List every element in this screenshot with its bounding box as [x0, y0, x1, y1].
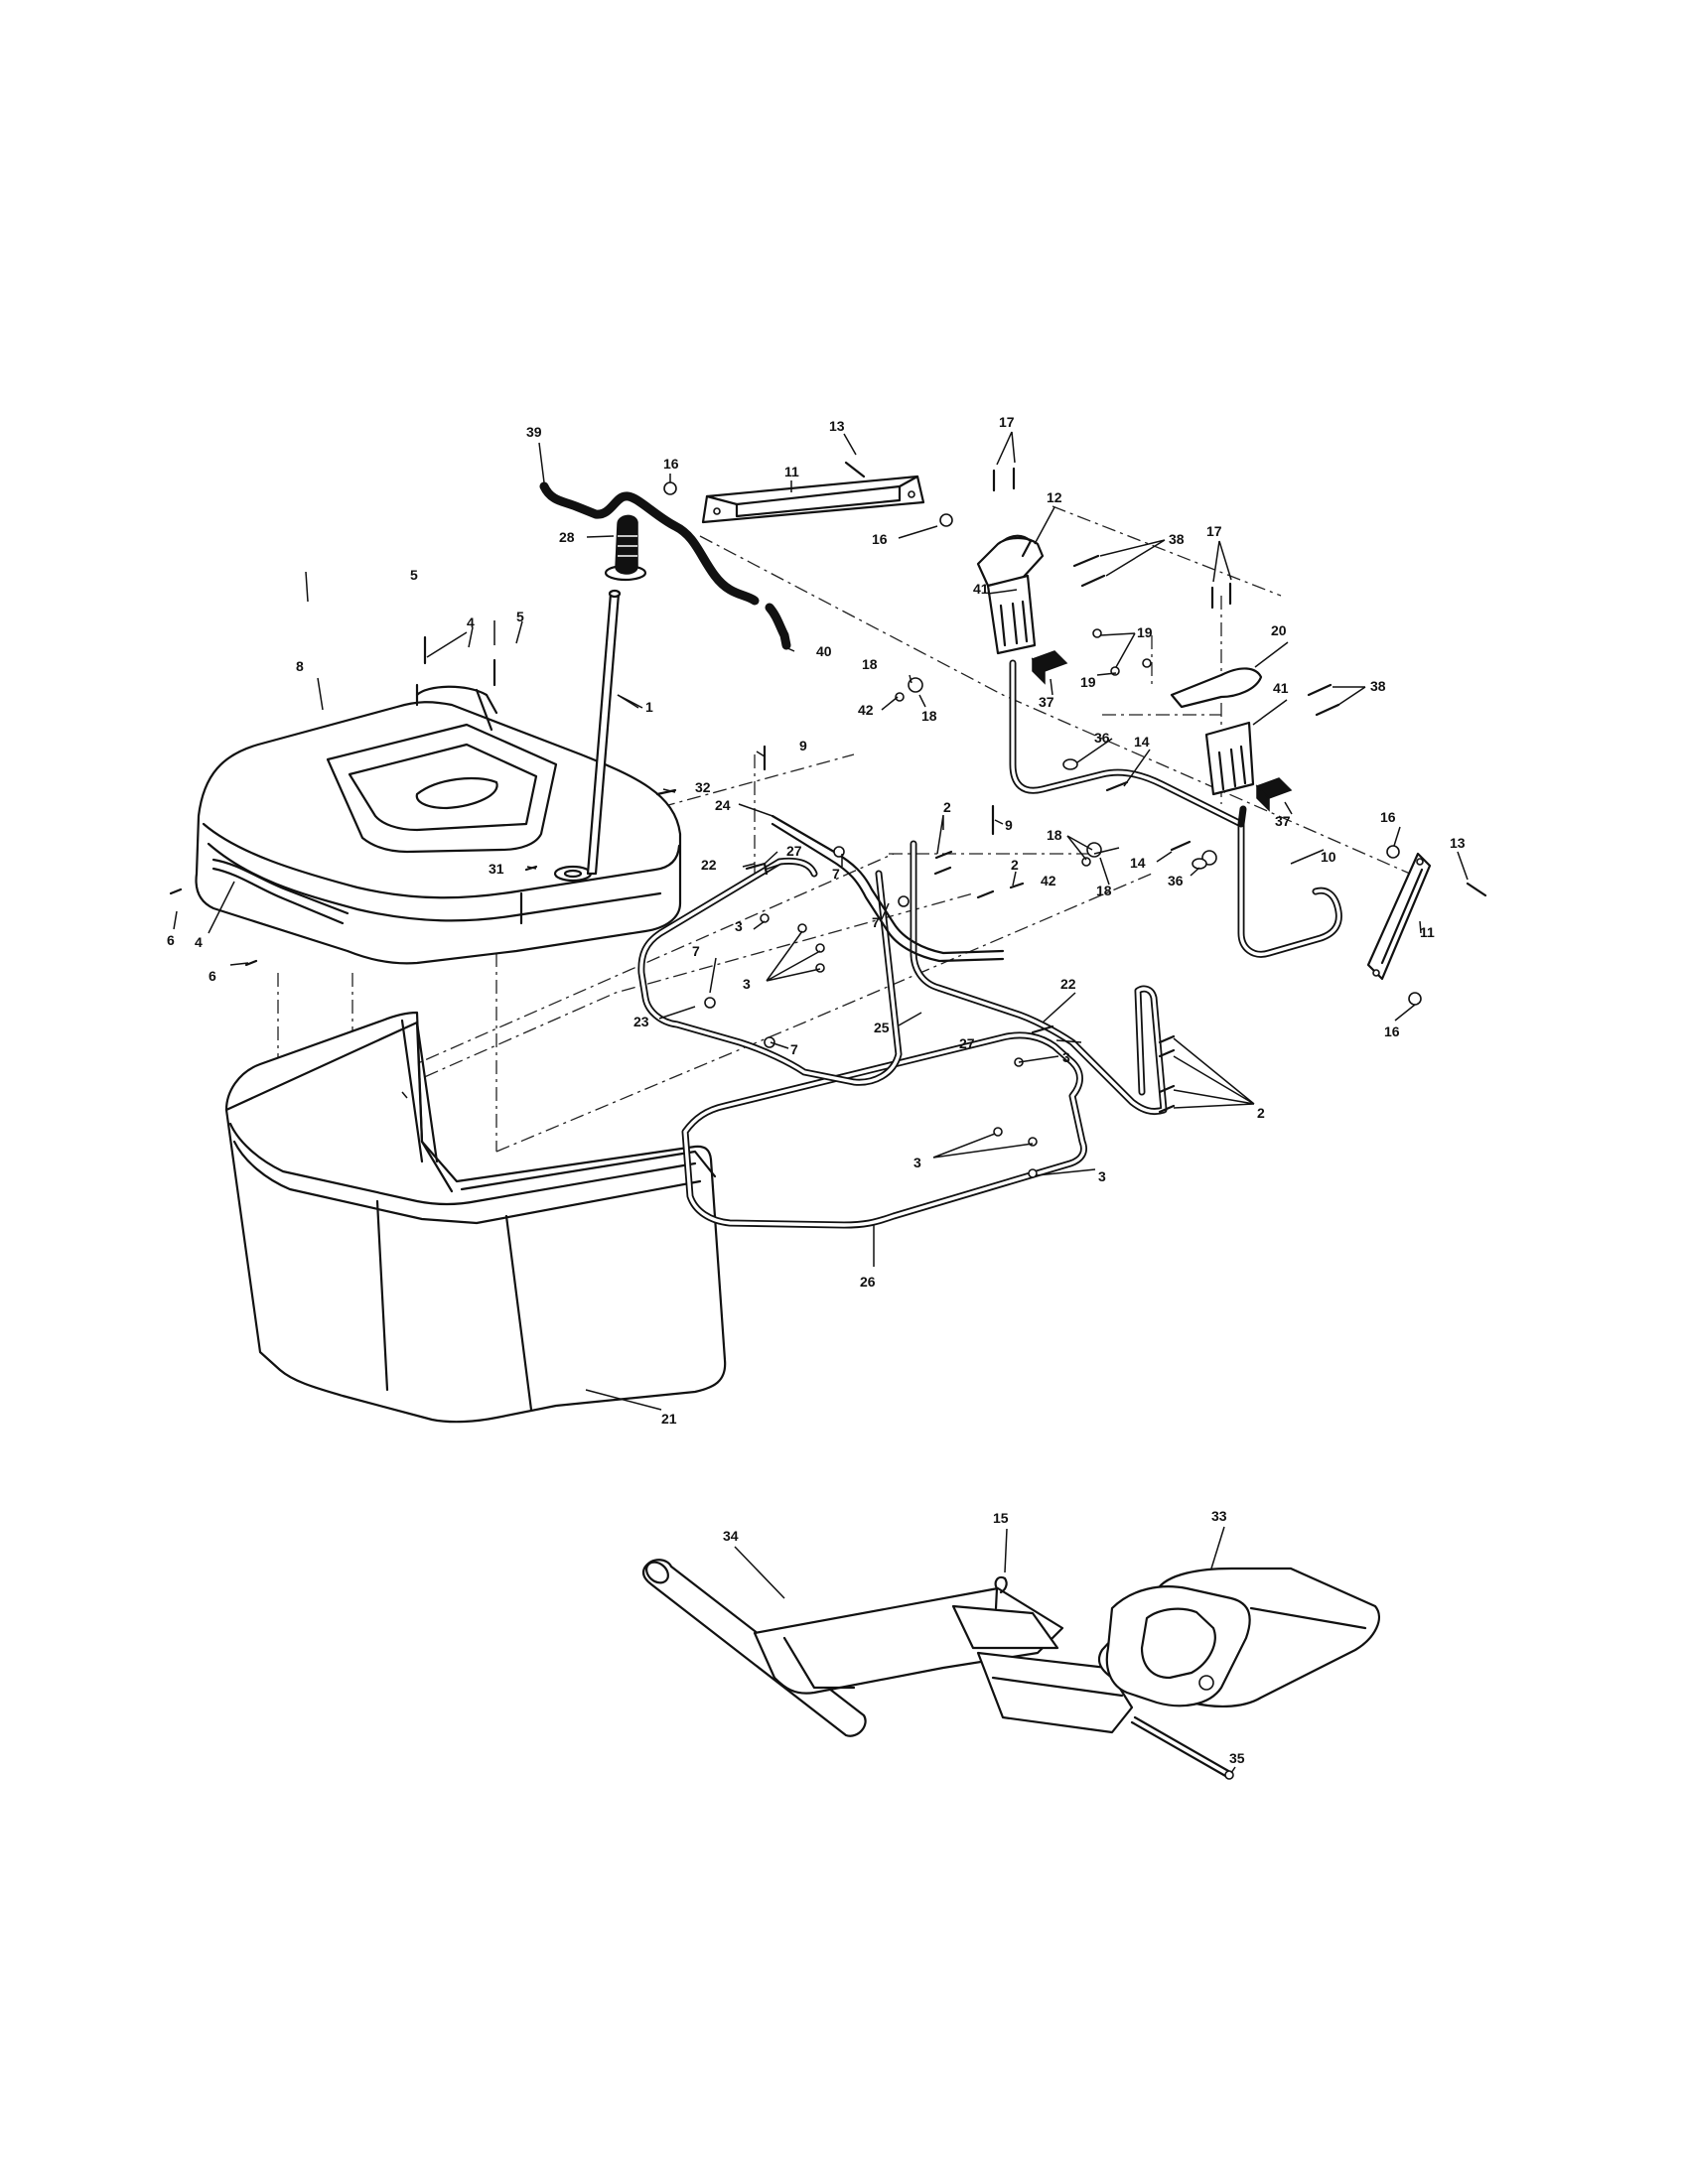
callout-41: 41 [1273, 680, 1289, 696]
callout-4: 4 [467, 614, 475, 630]
callout-8: 8 [296, 658, 304, 674]
callout-6: 6 [167, 932, 175, 948]
callout-18: 18 [921, 708, 937, 724]
callout-16: 16 [663, 456, 679, 472]
callout-23: 23 [633, 1014, 649, 1029]
callout-5: 5 [516, 609, 524, 624]
callout-5: 5 [410, 567, 418, 583]
callout-38: 38 [1169, 531, 1185, 547]
callout-38: 38 [1370, 678, 1386, 694]
callout-16: 16 [872, 531, 888, 547]
bracket-part-11-right [1366, 852, 1432, 981]
callout-32: 32 [695, 779, 711, 795]
callout-14: 14 [1134, 734, 1150, 750]
cable-part-39 [539, 481, 791, 650]
callout-15: 15 [993, 1510, 1009, 1526]
callout-22: 22 [701, 857, 717, 873]
callout-28: 28 [559, 529, 575, 545]
callout-22: 22 [1060, 976, 1076, 992]
callout-18: 18 [862, 656, 878, 672]
frame-part-25 [910, 840, 1168, 1116]
callout-33: 33 [1211, 1508, 1227, 1524]
callout-11: 11 [1420, 924, 1435, 940]
callout-3: 3 [913, 1155, 921, 1170]
callout-40: 40 [816, 643, 832, 659]
callout-35: 35 [1229, 1750, 1245, 1766]
support-tube-part-10 [1009, 659, 1342, 958]
callout-7: 7 [872, 914, 880, 930]
callout-13: 13 [1450, 835, 1466, 851]
hitch-bracket-part-33 [1097, 1567, 1381, 1708]
callout-7: 7 [692, 943, 700, 959]
callout-36: 36 [1094, 730, 1110, 746]
callout-37: 37 [1275, 813, 1291, 829]
callout-7: 7 [790, 1041, 798, 1057]
callout-13: 13 [829, 418, 845, 434]
pin-part-35 [1130, 1715, 1234, 1780]
leader-lines [173, 431, 1469, 1774]
callout-41: 41 [973, 581, 989, 597]
callout-3: 3 [1062, 1049, 1070, 1065]
callout-10: 10 [1321, 849, 1336, 865]
callout-20: 20 [1271, 622, 1287, 638]
callout-9: 9 [799, 738, 807, 753]
callout-31: 31 [489, 861, 504, 877]
plug-part-37-left [1031, 650, 1068, 685]
callout-4: 4 [195, 934, 203, 950]
callout-19: 19 [1137, 624, 1153, 640]
callout-11: 11 [784, 464, 799, 479]
bag-frame-part-26 [681, 1031, 1087, 1229]
callout-2: 2 [943, 799, 951, 815]
callout-34: 34 [723, 1528, 739, 1544]
hitch-plate-assembly [753, 1586, 1134, 1734]
callout-3: 3 [743, 976, 751, 992]
callout-1: 1 [645, 699, 653, 715]
callout-16: 16 [1380, 809, 1396, 825]
rod-part-24 [771, 814, 1005, 963]
bracket-part-12 [976, 534, 1045, 588]
bracket-part-41-left [986, 574, 1037, 655]
callout-27: 27 [959, 1035, 975, 1051]
callout-27: 27 [786, 843, 802, 859]
callout-14: 14 [1130, 855, 1146, 871]
callout-37: 37 [1039, 694, 1054, 710]
callout-24: 24 [715, 797, 731, 813]
callout-3: 3 [1098, 1168, 1106, 1184]
callout-19: 19 [1080, 674, 1096, 690]
grass-bag-part-21 [224, 1011, 727, 1424]
assembly-centerlines [277, 505, 1411, 1153]
callout-21: 21 [661, 1411, 677, 1427]
hinge-part-4 [211, 683, 498, 925]
bracket-part-20 [1170, 667, 1263, 709]
callout-7: 7 [832, 866, 840, 882]
callout-12: 12 [1047, 489, 1062, 505]
grip-part-28 [604, 514, 647, 582]
callout-9: 9 [1005, 817, 1013, 833]
callout-18: 18 [1047, 827, 1062, 843]
callout-6: 6 [209, 968, 216, 984]
callout-42: 42 [858, 702, 874, 718]
handle-rod-part-1 [586, 589, 622, 876]
callout-25: 25 [874, 1020, 890, 1035]
callout-labels: 39 16 13 17 11 12 28 16 38 17 41 5 19 40… [167, 414, 1466, 1766]
callout-39: 39 [526, 424, 542, 440]
bracket-part-41-right [1204, 721, 1255, 796]
callout-26: 26 [860, 1274, 876, 1290]
callout-36: 36 [1168, 873, 1184, 888]
callout-17: 17 [999, 414, 1015, 430]
callout-16: 16 [1384, 1024, 1400, 1039]
callout-2: 2 [1257, 1105, 1265, 1121]
plug-part-37-right [1255, 777, 1293, 812]
callout-17: 17 [1206, 523, 1222, 539]
bag-cover-part-8 [195, 701, 682, 965]
pin-part-15 [994, 1575, 1008, 1610]
callout-18: 18 [1096, 883, 1112, 898]
callout-2: 2 [1011, 857, 1019, 873]
callout-42: 42 [1041, 873, 1056, 888]
bracket-part-11-top [701, 475, 925, 524]
callout-3: 3 [735, 918, 743, 934]
